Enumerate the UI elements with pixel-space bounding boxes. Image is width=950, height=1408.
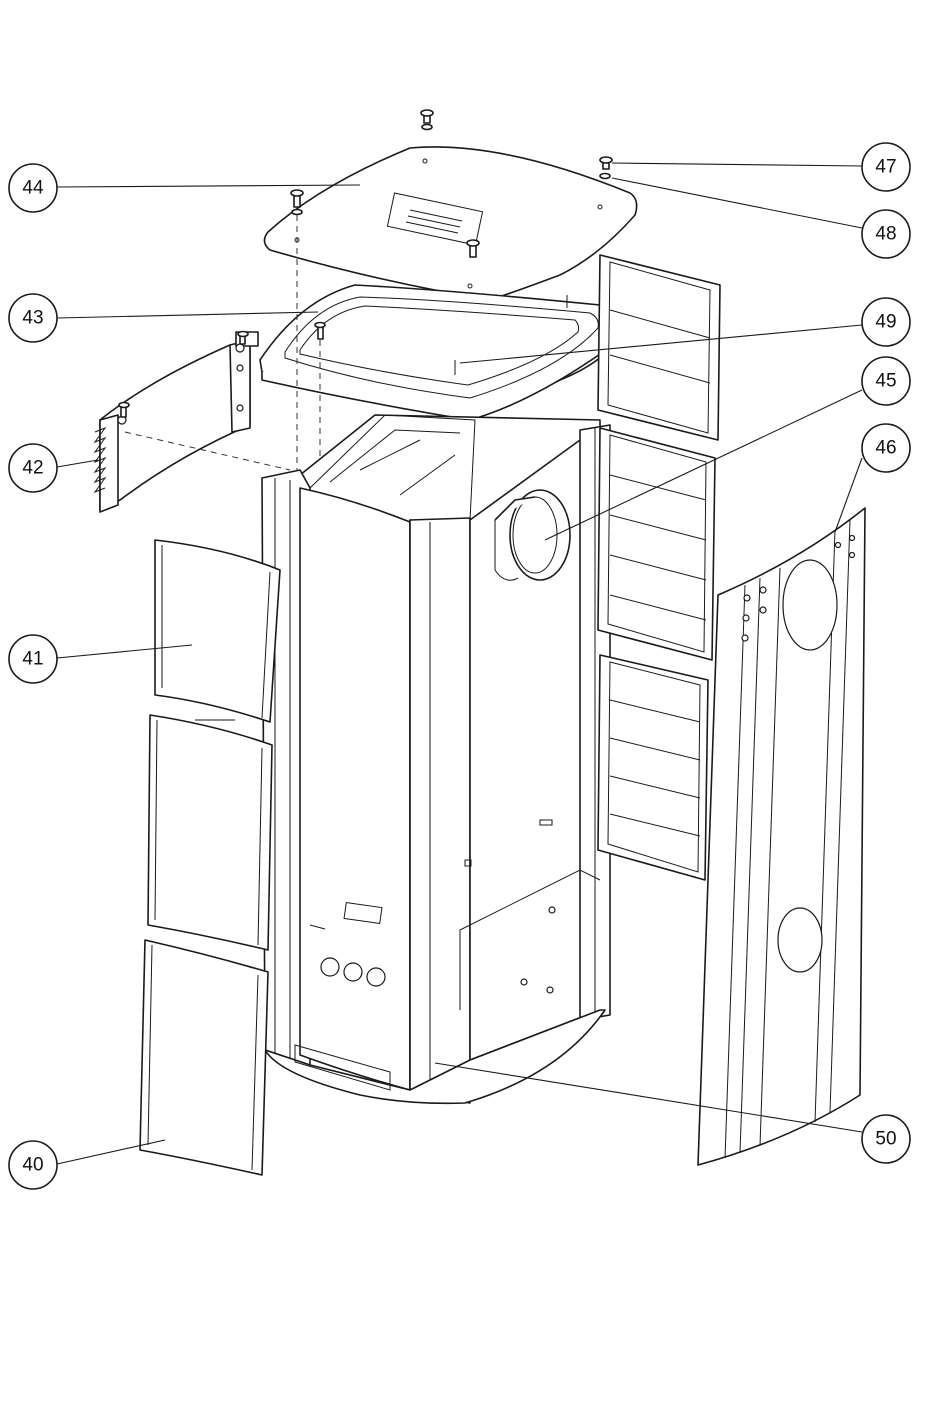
callout-50-label: 50 bbox=[875, 1129, 896, 1150]
callout-42-label: 42 bbox=[22, 458, 43, 479]
side-bracket bbox=[95, 332, 258, 512]
callout-43-label: 43 bbox=[22, 308, 43, 329]
side-tile-40 bbox=[140, 940, 268, 1175]
top-cover-plate bbox=[264, 147, 636, 300]
callout-45-label: 45 bbox=[875, 371, 896, 392]
screw-left-cover bbox=[291, 190, 303, 215]
screw-47 bbox=[600, 157, 612, 169]
grill-panel-top bbox=[598, 255, 720, 440]
grill-panel-middle bbox=[598, 428, 715, 660]
callout-43: 43 bbox=[9, 294, 57, 342]
callout-44: 44 bbox=[9, 164, 57, 212]
curved-side-panel bbox=[698, 508, 865, 1165]
leader-44 bbox=[57, 185, 360, 187]
callout-47: 47 bbox=[862, 143, 910, 191]
leader-48 bbox=[612, 178, 862, 228]
callout-41-label: 41 bbox=[22, 649, 43, 670]
callout-48: 48 bbox=[862, 210, 910, 258]
callout-40-label: 40 bbox=[22, 1155, 43, 1176]
callout-48-label: 48 bbox=[875, 224, 896, 245]
callout-41: 41 bbox=[9, 635, 57, 683]
leader-47 bbox=[612, 163, 862, 166]
stove-body bbox=[262, 415, 610, 1103]
callout-45: 45 bbox=[862, 357, 910, 405]
callout-50: 50 bbox=[862, 1115, 910, 1163]
side-tile-middle bbox=[148, 715, 272, 950]
screw-top bbox=[421, 110, 433, 130]
callout-46-label: 46 bbox=[875, 438, 896, 459]
callout-46: 46 bbox=[862, 424, 910, 472]
callout-47-label: 47 bbox=[875, 157, 896, 178]
callout-42: 42 bbox=[9, 444, 57, 492]
side-tile-41 bbox=[155, 540, 280, 722]
callout-49: 49 bbox=[862, 298, 910, 346]
leader-42 bbox=[57, 460, 98, 467]
grill-panel-bottom bbox=[598, 655, 708, 880]
callout-40: 40 bbox=[9, 1141, 57, 1189]
washer-48 bbox=[600, 174, 610, 179]
leader-43 bbox=[57, 312, 318, 318]
callout-44-label: 44 bbox=[22, 178, 44, 199]
callout-49-label: 49 bbox=[875, 312, 896, 333]
